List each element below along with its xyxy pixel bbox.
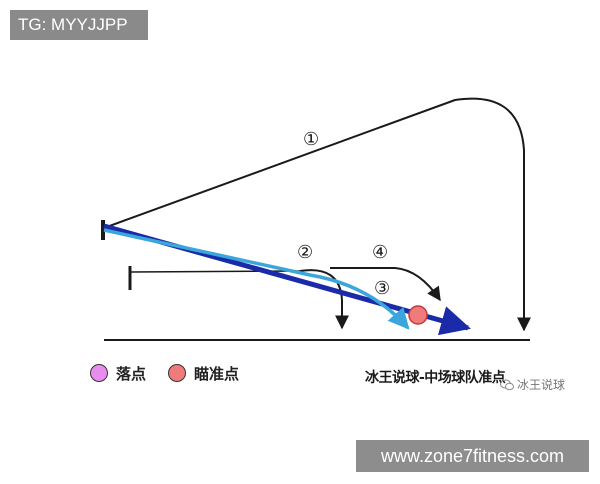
diagram-caption: 冰王说球-中场球队准点 (365, 370, 506, 386)
watermark: 冰王说球 (500, 376, 565, 393)
path-cyan-arrow (103, 228, 410, 330)
path-2-drop (299, 269, 349, 330)
legend-landing-label: 落点 (116, 364, 147, 383)
path-1-arc (103, 97, 531, 332)
tg-badge: TG: MYYJJPP (10, 10, 148, 40)
path-3-label: ③ (374, 278, 390, 299)
path-4-curve (330, 267, 441, 302)
legend-aim-point: 瞄准点 (168, 362, 239, 384)
aim-point-marker (408, 305, 428, 325)
legend-landing-point: 落点 (90, 362, 146, 384)
path-2-label: ② (297, 242, 313, 263)
url-badge: www.zone7fitness.com (356, 440, 589, 472)
path-1-label: ① (303, 129, 319, 150)
watermark-text: 冰王说球 (517, 378, 566, 392)
path-4-label: ④ (372, 242, 388, 263)
aim-point-swatch (168, 364, 186, 382)
legend-aim-label: 瞄准点 (194, 364, 240, 383)
landing-point-swatch (90, 364, 108, 382)
chat-bubble-icon (500, 379, 514, 390)
